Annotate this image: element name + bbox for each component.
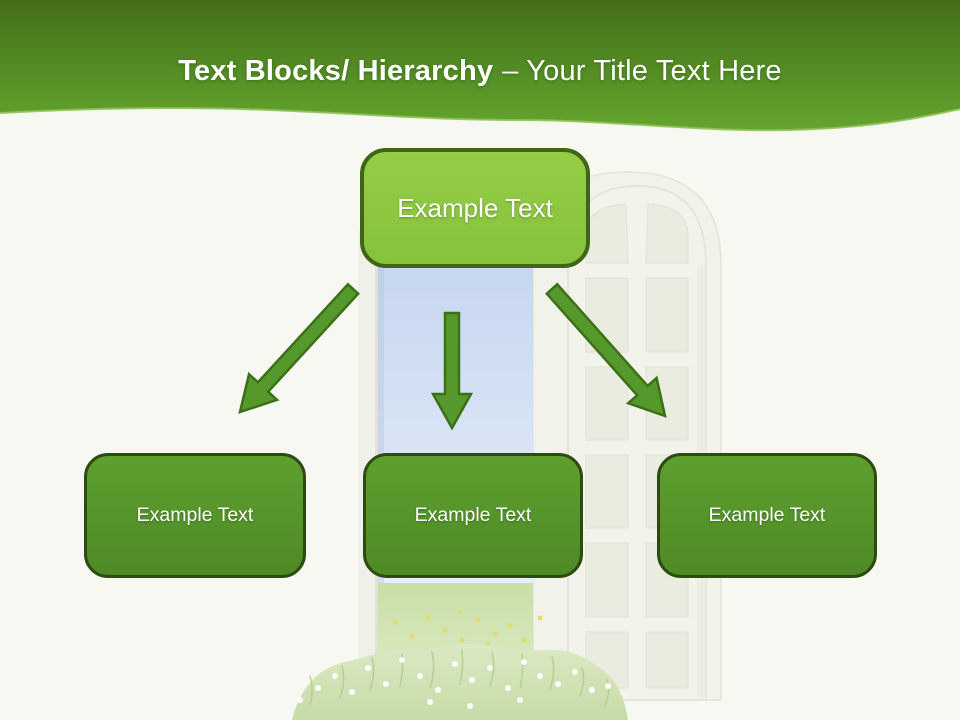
grass-blades: [309, 649, 610, 707]
hierarchy-root-box: Example Text: [360, 148, 590, 268]
hierarchy-child-box-2: Example Text: [363, 453, 583, 578]
header-band: [0, 0, 960, 132]
arrow-down-right-icon: [545, 282, 667, 418]
daisy-flowers: [297, 657, 611, 709]
header-wave: [0, 0, 960, 131]
arrow-down-icon: [430, 311, 474, 431]
hierarchy-root-label: Example Text: [397, 192, 553, 223]
arrow-down-left-icon: [238, 282, 360, 414]
door-panes: [585, 203, 689, 689]
hierarchy-child-box-3: Example Text: [657, 453, 877, 578]
hierarchy-child-label-1: Example Text: [136, 504, 254, 526]
hierarchy-child-label-2: Example Text: [414, 504, 532, 526]
dandelion-flowers: [392, 610, 543, 646]
hierarchy-child-box-1: Example Text: [84, 453, 306, 578]
doorway-shadow: [378, 230, 384, 590]
hierarchy-child-label-3: Example Text: [708, 504, 826, 526]
wave-highlight: [0, 107, 960, 132]
